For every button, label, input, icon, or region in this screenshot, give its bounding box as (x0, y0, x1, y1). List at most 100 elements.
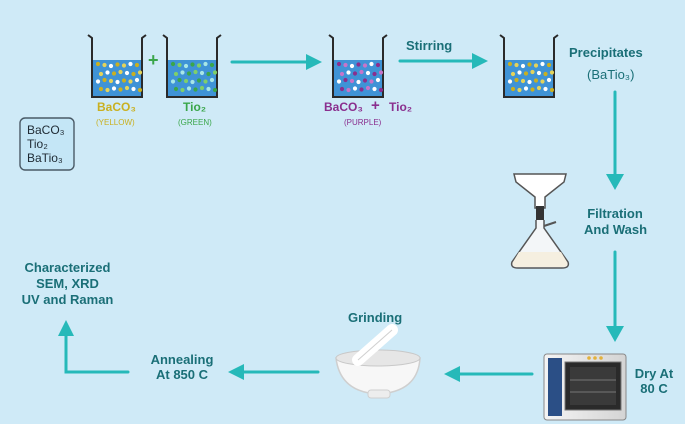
particle (523, 71, 529, 76)
particle (378, 87, 384, 93)
particle (533, 78, 539, 83)
arrow-precipitates-down (606, 90, 624, 190)
particle (173, 71, 179, 77)
particle (343, 62, 348, 68)
particle (520, 63, 526, 69)
particle (527, 62, 532, 67)
particle (510, 71, 516, 77)
particle (549, 70, 555, 75)
particle (212, 87, 218, 93)
beaker1-sub: (YELLOW) (96, 118, 135, 127)
label-dry: Dry At 80 C (632, 366, 676, 396)
particle (95, 79, 101, 84)
particle (196, 78, 202, 83)
beaker3-plus: + (371, 97, 380, 114)
particle (177, 62, 182, 68)
particle (115, 62, 120, 67)
particle (530, 69, 535, 75)
particle (137, 70, 143, 75)
particle (510, 86, 516, 92)
particle (507, 79, 513, 84)
particle (209, 62, 215, 68)
particle (190, 79, 195, 85)
beaker1-label: BaCO₃ (97, 100, 136, 114)
particle (336, 61, 342, 67)
particle (199, 85, 205, 91)
particle (372, 86, 377, 92)
particle (212, 70, 218, 75)
label-dry-line1: Dry At (634, 366, 674, 381)
particle (128, 61, 133, 67)
particle (349, 63, 355, 69)
label-filtration-line1: Filtration (587, 206, 643, 221)
particle (118, 87, 123, 92)
arrow-filtration-down (606, 250, 624, 342)
particle (543, 86, 548, 92)
beaker-3-particles (336, 61, 384, 93)
particle (536, 85, 542, 91)
drying-oven-icon (543, 353, 627, 421)
particle (98, 71, 104, 77)
particle (359, 87, 364, 92)
particle (369, 61, 374, 67)
particle (336, 79, 342, 84)
label-dry-line2: 80 C (640, 381, 668, 396)
legend-line-1: BaCO₃ (27, 123, 65, 137)
arrow-stirring (398, 53, 488, 69)
particle (527, 79, 532, 85)
label-precipitates: Precipitates (569, 45, 643, 60)
particle (507, 61, 513, 67)
arrow-mix-to-beaker3 (230, 54, 322, 70)
legend-box (19, 117, 75, 171)
particle (520, 78, 526, 84)
particle (131, 86, 136, 92)
particle (375, 62, 381, 68)
beaker2-label: Tio₂ (183, 100, 207, 114)
beaker3-sub: (PURPLE) (344, 118, 382, 127)
particle (177, 77, 182, 83)
particle (378, 70, 384, 75)
particle (203, 61, 208, 67)
particle (170, 79, 176, 84)
particle (372, 71, 377, 77)
particle (111, 71, 117, 76)
particle (105, 87, 110, 93)
particle (134, 77, 140, 83)
label-stirring: Stirring (406, 38, 453, 53)
particle (108, 63, 114, 69)
label-characterized: Characterized SEM, XRD UV and Raman (10, 260, 125, 308)
particle (186, 71, 192, 76)
beaker3-label-b: Tio₂ (389, 100, 413, 114)
particle (339, 71, 345, 77)
label-grinding: Grinding (348, 310, 403, 325)
particle (514, 62, 519, 68)
particle (118, 69, 123, 75)
label-char-line2: SEM, XRD (36, 276, 99, 291)
particle (530, 87, 535, 92)
label-filtration: Filtration And Wash (584, 206, 647, 237)
arrow-annealing-to-characterized (58, 320, 130, 374)
particle (346, 87, 351, 93)
particle (203, 79, 208, 84)
particle (375, 77, 381, 83)
particle (356, 79, 361, 85)
particle (346, 70, 351, 75)
particle (193, 69, 198, 75)
plus-sign: + (148, 50, 159, 70)
particle (124, 85, 130, 91)
legend-line-2: Tio₂ (27, 137, 48, 151)
particle (173, 86, 179, 92)
beaker-2-particles (170, 61, 218, 93)
particle (190, 62, 195, 67)
beaker2-sub: (GREEN) (178, 118, 212, 127)
label-precipitates-formula: (BaTio₃) (587, 67, 635, 82)
particle (115, 79, 120, 85)
particle (98, 86, 104, 92)
particle (517, 87, 522, 93)
legend-line-3: BaTio₃ (27, 151, 63, 165)
particle (546, 77, 552, 83)
particle (546, 62, 552, 68)
particle (349, 78, 355, 84)
particle (131, 71, 136, 77)
label-annealing-line2: At 850 C (155, 367, 209, 382)
